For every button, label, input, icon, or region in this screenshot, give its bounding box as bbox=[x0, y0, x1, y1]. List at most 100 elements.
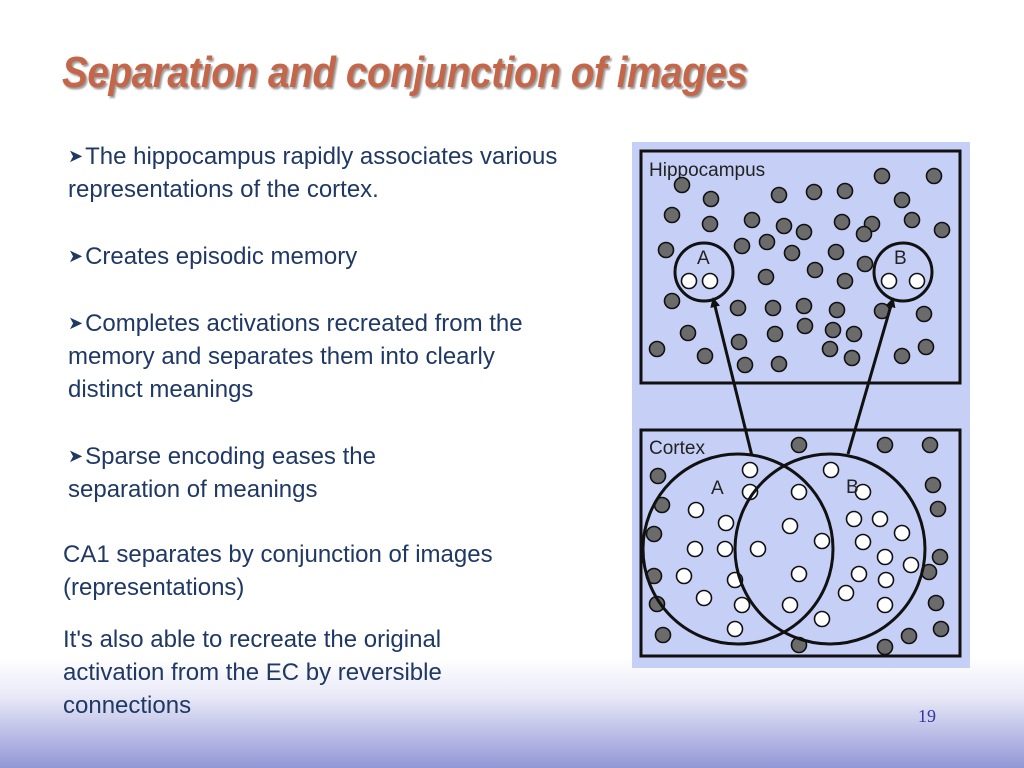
inactive-neuron bbox=[790, 436, 808, 454]
inactive-neuron bbox=[900, 627, 918, 645]
inactive-neuron bbox=[876, 638, 894, 656]
inactive-neuron bbox=[933, 221, 951, 239]
inactive-neuron bbox=[833, 213, 851, 231]
inactive-neuron bbox=[743, 211, 761, 229]
active-neuron bbox=[854, 483, 872, 501]
active-neuron bbox=[850, 565, 868, 583]
active-neuron bbox=[813, 610, 831, 628]
page-number: 19 bbox=[918, 706, 936, 726]
bullet-text: The hippocampus rapidly associates vario… bbox=[68, 143, 558, 203]
inactive-neuron bbox=[836, 182, 854, 200]
inactive-neuron bbox=[836, 272, 854, 290]
active-neuron bbox=[686, 540, 704, 558]
active-neuron bbox=[733, 596, 751, 614]
inactive-neuron bbox=[824, 321, 842, 339]
active-neuron bbox=[781, 517, 799, 535]
inactive-neuron bbox=[764, 299, 782, 317]
paragraph-ca1: CA1 separates by conjunction of images (… bbox=[63, 541, 493, 601]
inactive-neuron bbox=[915, 305, 933, 323]
bullet-text: Completes activations recreated from the… bbox=[68, 310, 523, 403]
inactive-neuron bbox=[663, 292, 681, 310]
inactive-neuron bbox=[702, 190, 720, 208]
active-neuron bbox=[902, 556, 920, 574]
inactive-neuron bbox=[843, 349, 861, 367]
inactive-neuron bbox=[873, 167, 891, 185]
active-neuron bbox=[893, 524, 911, 542]
active-neuron bbox=[845, 510, 863, 528]
inactive-neuron bbox=[775, 217, 793, 235]
inactive-neuron bbox=[855, 225, 873, 243]
active-neuron bbox=[837, 584, 855, 602]
inactive-neuron bbox=[770, 186, 788, 204]
active-neuron bbox=[687, 501, 705, 519]
inactive-neuron bbox=[729, 299, 747, 317]
inactive-neuron bbox=[657, 241, 675, 259]
active-neuron bbox=[871, 510, 889, 528]
bullet-list: ➤The hippocampus rapidly associates vari… bbox=[68, 140, 588, 540]
active-neuron bbox=[701, 272, 719, 290]
inactive-neuron bbox=[925, 167, 943, 185]
active-neuron bbox=[781, 596, 799, 614]
inactive-neuron bbox=[645, 525, 663, 543]
inactive-neuron bbox=[876, 436, 894, 454]
active-neuron bbox=[695, 589, 713, 607]
inactive-neuron bbox=[649, 467, 667, 485]
active-neuron bbox=[726, 620, 744, 638]
inactive-neuron bbox=[903, 211, 921, 229]
inactive-neuron bbox=[932, 620, 950, 638]
inactive-neuron bbox=[673, 176, 691, 194]
active-neuron bbox=[749, 540, 767, 558]
projection-arrow-a bbox=[710, 297, 754, 457]
active-neuron bbox=[717, 514, 735, 532]
hippocampus-group-a-circle bbox=[673, 241, 735, 303]
cortex-group-a-label: A bbox=[711, 478, 724, 499]
inactive-neuron bbox=[893, 347, 911, 365]
inactive-neuron bbox=[730, 333, 748, 351]
active-neuron bbox=[876, 548, 894, 566]
inactive-neuron bbox=[733, 237, 751, 255]
hippocampus-group-a-label: A bbox=[697, 248, 710, 269]
inactive-neuron bbox=[827, 243, 845, 261]
inactive-neuron bbox=[736, 356, 754, 374]
active-neuron bbox=[790, 565, 808, 583]
cortex-label: Cortex bbox=[649, 438, 705, 459]
inactive-neuron bbox=[796, 317, 814, 335]
hippocampus-group-b-circle bbox=[872, 241, 934, 303]
arrow-bullet-icon: ➤ bbox=[68, 246, 84, 266]
inactive-neuron bbox=[828, 301, 846, 319]
cortex-group-a-circle bbox=[641, 452, 835, 646]
inactive-neuron bbox=[757, 268, 775, 286]
active-neuron bbox=[908, 272, 926, 290]
inactive-neuron bbox=[795, 223, 813, 241]
arrow-bullet-icon: ➤ bbox=[68, 313, 84, 333]
inactive-neuron bbox=[766, 325, 784, 343]
hippocampus-cortex-diagram: Hippocampus Cortex A B A B bbox=[632, 142, 970, 668]
active-neuron bbox=[675, 567, 693, 585]
slide-background-gradient bbox=[0, 658, 1024, 768]
inactive-neuron bbox=[783, 244, 801, 262]
inactive-neuron bbox=[929, 500, 947, 518]
active-neuron bbox=[716, 540, 734, 558]
arrow-bullet-icon: ➤ bbox=[68, 146, 84, 166]
inactive-neuron bbox=[821, 340, 839, 358]
inactive-neuron bbox=[758, 233, 776, 251]
bullet-item: ➤Completes activations recreated from th… bbox=[68, 307, 548, 406]
active-neuron bbox=[741, 461, 759, 479]
hippocampus-group-b-label: B bbox=[894, 248, 907, 269]
inactive-neuron bbox=[805, 183, 823, 201]
inactive-neuron bbox=[654, 626, 672, 644]
slide-title: Separation and conjunction of images bbox=[62, 48, 748, 97]
inactive-neuron bbox=[917, 338, 935, 356]
active-neuron bbox=[877, 571, 895, 589]
inactive-neuron bbox=[795, 297, 813, 315]
inactive-neuron bbox=[931, 548, 949, 566]
inactive-neuron bbox=[921, 436, 939, 454]
bullet-text: Creates episodic memory bbox=[85, 243, 358, 270]
cortex-group-b-label: B bbox=[846, 477, 859, 498]
inactive-neuron bbox=[770, 355, 788, 373]
bullet-item: ➤Sparse encoding eases the separation of… bbox=[68, 440, 468, 506]
paragraph-reversible: It's also able to recreate the original … bbox=[63, 626, 442, 719]
active-neuron bbox=[680, 272, 698, 290]
active-neuron bbox=[822, 461, 840, 479]
active-neuron bbox=[813, 532, 831, 550]
